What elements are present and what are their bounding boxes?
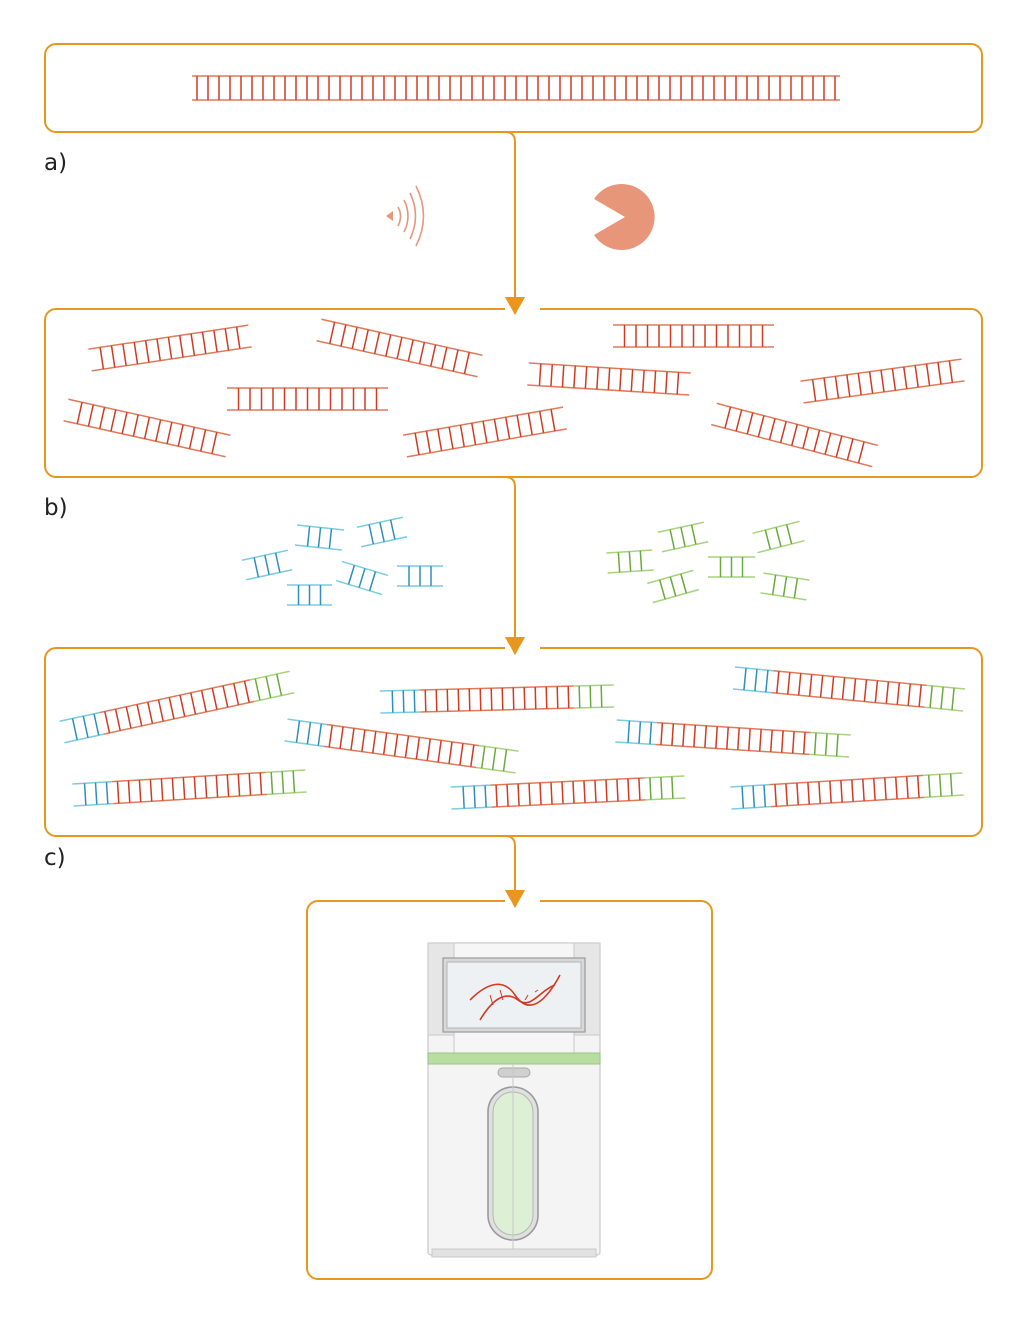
frame-gap — [505, 645, 540, 651]
ligated-fragment — [730, 772, 964, 810]
step-label-b: b) — [44, 495, 68, 521]
adapter-green — [606, 549, 654, 574]
ligated-fragment — [379, 684, 615, 714]
dna-fragment — [800, 358, 965, 404]
ligated-fragment — [284, 718, 519, 774]
flow-arrow-head — [505, 297, 525, 315]
dna-fragment — [227, 387, 388, 411]
adapter-blue — [294, 524, 345, 551]
fragmented-dna — [63, 318, 965, 468]
step-frame — [44, 43, 983, 133]
step-label-c: c) — [44, 845, 66, 871]
ligated-fragment — [732, 666, 966, 712]
ligated-fragment — [450, 775, 686, 810]
adapter-green — [752, 520, 805, 554]
dna-fragment — [316, 318, 483, 378]
adapter-blue — [287, 584, 332, 606]
dna-fragment — [88, 324, 252, 372]
dna-fragment — [63, 398, 231, 458]
dna-fragment — [402, 406, 568, 458]
genomic-dna-strand — [192, 75, 840, 101]
adapter-green — [708, 556, 755, 578]
step-label-a: a) — [44, 150, 67, 176]
ligated-fragment — [59, 670, 295, 744]
flow-arrow-line — [504, 476, 540, 637]
ligated-fragment — [615, 719, 851, 758]
adapter-blue — [241, 549, 293, 581]
dna-fragment — [613, 324, 774, 348]
step-frame — [44, 647, 983, 837]
frame-gap — [505, 306, 540, 312]
flow-arrow-head — [505, 890, 525, 908]
flow-arrow-line — [504, 131, 540, 297]
dna-fragment — [711, 402, 878, 468]
adapter-green — [760, 572, 810, 601]
genomic-dna — [192, 75, 840, 101]
sonication-icon — [386, 185, 425, 247]
ligated-fragment — [72, 769, 307, 807]
adapter-blue — [356, 516, 408, 548]
adapter-green — [657, 521, 709, 553]
screen-helix — [469, 974, 561, 1021]
frame-gap — [505, 898, 540, 904]
flow-arrow-head — [505, 637, 525, 655]
dna-fragment — [527, 362, 691, 396]
flow-arrow-line — [504, 835, 540, 890]
adapter-blue — [335, 560, 389, 596]
flow-arrows — [504, 131, 540, 908]
sequencer-machine-icon — [427, 942, 601, 1258]
adapter-blue — [397, 565, 443, 587]
adapter-ligated-library — [59, 666, 966, 810]
adapter-pool — [241, 516, 810, 606]
adapter-green — [647, 569, 699, 604]
enzyme-pacman-icon — [594, 184, 655, 250]
